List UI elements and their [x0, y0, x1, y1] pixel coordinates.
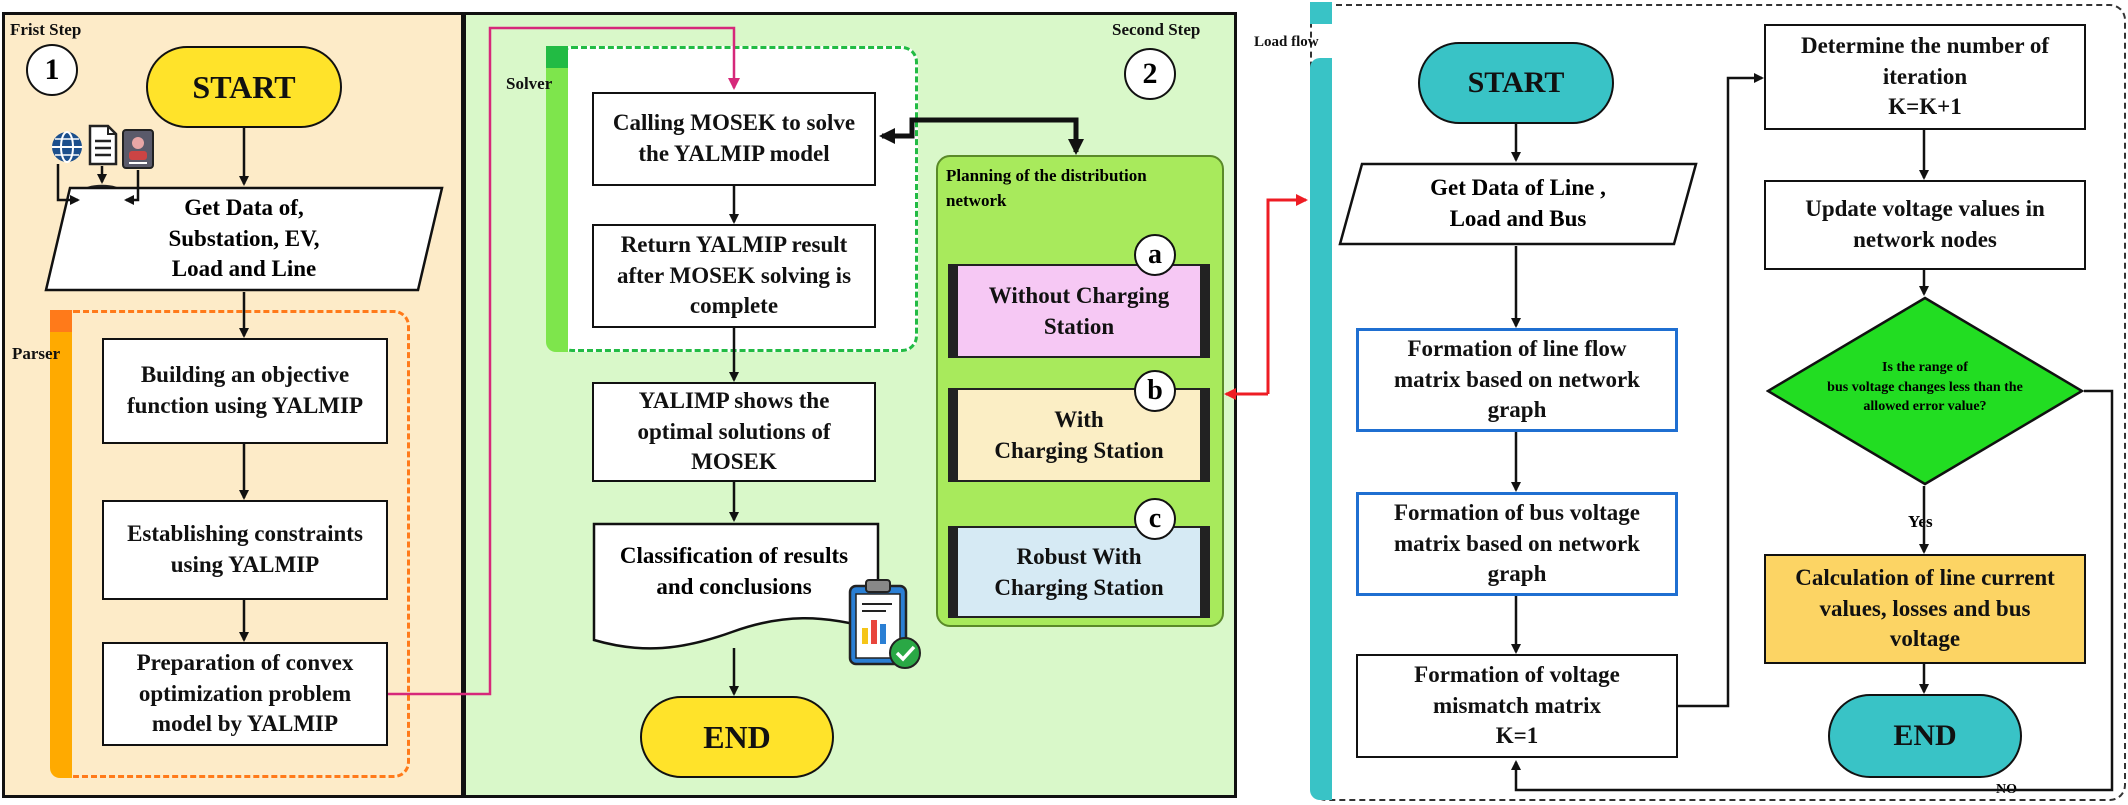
decision-diamond: Is the range of bus voltage changes less…: [1766, 296, 2084, 486]
preparation-box: Preparation of convex optimization probl…: [102, 642, 388, 746]
second-step-title: Second Step: [1112, 20, 1201, 39]
iteration-box: Determine the number of iteration K=K+1: [1764, 24, 2086, 130]
parser-bar-top: [50, 310, 72, 332]
calling-mosek-box: Calling MOSEK to solve the YALMIP model: [592, 92, 876, 186]
solver-bar-top: [546, 46, 568, 68]
plan-option-c-letter: c: [1134, 498, 1176, 540]
return-result-box: Return YALMIP result after MOSEK solving…: [592, 224, 876, 328]
loadflow-start-terminal: START: [1418, 42, 1614, 124]
calculation-box: Calculation of line current values, loss…: [1764, 554, 2086, 664]
classification-document: Classification of results and conclusion…: [592, 522, 882, 662]
update-voltage-box: Update voltage values in network nodes: [1764, 180, 2086, 270]
parser-bar: [50, 310, 72, 778]
objective-box: Building an objective function using YAL…: [102, 338, 388, 444]
second-step-number: 2: [1124, 48, 1176, 100]
get-data-label: Get Data of, Substation, EV, Load and Li…: [168, 195, 320, 282]
check-icon: [888, 636, 922, 670]
clipboard-chart-icon: [848, 578, 916, 670]
start-terminal: START: [146, 46, 342, 128]
yes-label: Yes: [1908, 512, 1933, 531]
decision-label: Is the range of bus voltage changes less…: [1827, 360, 2023, 415]
solver-bar: [546, 46, 568, 352]
first-step-title: Frist Step: [10, 20, 82, 39]
end-terminal: END: [640, 696, 834, 778]
parser-label: Parser: [12, 344, 61, 363]
plan-option-b-letter: b: [1134, 370, 1176, 412]
constraints-box: Establishing constraints using YALMIP: [102, 500, 388, 600]
globe-icon: [50, 130, 84, 164]
loadflow-end-terminal: END: [1828, 694, 2022, 778]
bus-voltage-box: Formation of bus voltage matrix based on…: [1356, 492, 1678, 596]
loadflow-get-data-label: Get Data of Line , Load and Bus: [1430, 175, 1606, 231]
first-step-number: 1: [26, 44, 78, 96]
solver-label: Solver: [506, 74, 553, 93]
classification-label: Classification of results and conclusion…: [619, 543, 849, 600]
id-card-icon: [121, 128, 155, 170]
loadflow-get-data-parallelogram: Get Data of Line , Load and Bus: [1338, 162, 1698, 246]
plan-option-a-letter: a: [1134, 234, 1176, 276]
get-data-parallelogram: Get Data of, Substation, EV, Load and Li…: [44, 186, 444, 292]
plan-option-c: Robust With Charging Station: [948, 526, 1210, 618]
document-icon: [88, 124, 118, 166]
planning-title: Planning of the distribution network: [946, 166, 1147, 210]
mismatch-box: Formation of voltage mismatch matrix K=1: [1356, 654, 1678, 758]
optimal-solutions-box: YALIMP shows the optimal solutions of MO…: [592, 382, 876, 482]
load-flow-title: Load flow: [1254, 34, 1319, 50]
loadflow-bar: [1310, 58, 1332, 800]
line-flow-box: Formation of line flow matrix based on n…: [1356, 328, 1678, 432]
plan-option-a: Without Charging Station: [948, 264, 1210, 358]
loadflow-bar-top: [1310, 2, 1332, 24]
